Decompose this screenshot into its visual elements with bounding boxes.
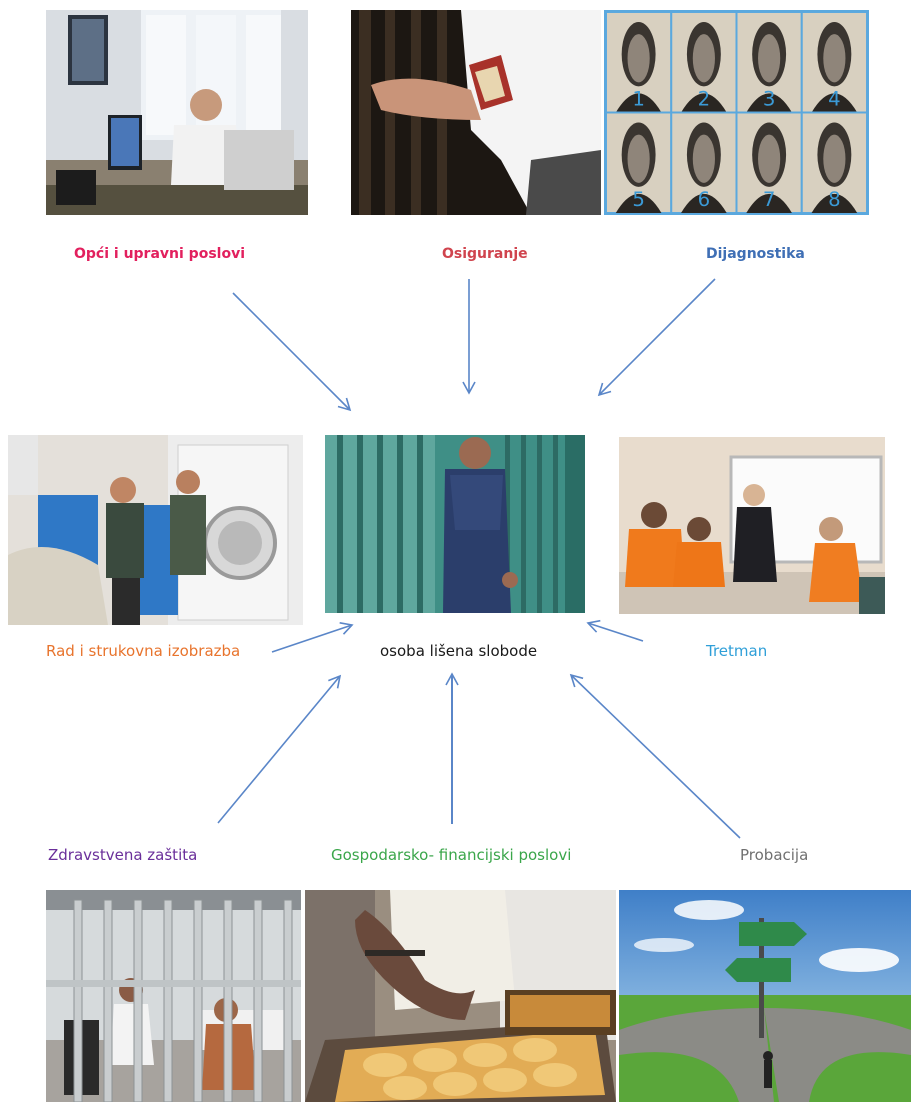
mugshot-6: 6 [670, 111, 738, 213]
arrow-health [217, 674, 342, 824]
label-health: Zdravstvena zaštita [48, 846, 198, 864]
laundry-photo [8, 435, 303, 625]
arrow-diagnostics [597, 278, 716, 397]
label-treatment: Tretman [706, 642, 768, 660]
mugshot-8: 8 [800, 111, 867, 213]
mugshot-number: 5 [632, 188, 645, 211]
mugshot-number: 7 [763, 188, 776, 211]
guard-photo [351, 10, 601, 215]
mugshot-number: 8 [828, 188, 841, 211]
arrow-treatment [586, 619, 644, 642]
mugshot-5: 5 [606, 111, 673, 213]
mugshot-2: 2 [670, 12, 738, 114]
classroom-photo [619, 437, 885, 614]
mugshot-number: 4 [828, 88, 841, 111]
office-photo [46, 10, 308, 215]
mugshot-number: 1 [632, 88, 645, 111]
arrow-probation [569, 673, 741, 839]
label-security: Osiguranje [442, 246, 528, 262]
mugshot-number: 3 [763, 88, 776, 111]
bakery-photo [305, 890, 616, 1102]
arrow-work [271, 622, 354, 653]
mugshot-7: 7 [735, 111, 803, 213]
label-diagnostics: Dijagnostika [706, 246, 805, 262]
arrow-general [232, 292, 352, 412]
mugshot-4: 4 [800, 12, 867, 114]
prisoner-photo [325, 435, 585, 613]
center-label: osoba lišena slobode [380, 642, 538, 660]
mugshots-photo: 1 2 3 4 5 6 7 8 [604, 10, 869, 215]
label-work: Rad i strukovna izobrazba [46, 642, 241, 660]
crossroads-photo [619, 890, 911, 1102]
label-general: Opći i upravni poslovi [74, 246, 245, 262]
label-finance: Gospodarsko- financijski poslovi [331, 846, 572, 864]
mugshot-number: 6 [698, 188, 711, 211]
clinic-photo [46, 890, 301, 1102]
mugshot-3: 3 [735, 12, 803, 114]
mugshot-1: 1 [606, 12, 673, 114]
mugshot-number: 2 [698, 88, 711, 111]
label-probation: Probacija [740, 846, 809, 864]
